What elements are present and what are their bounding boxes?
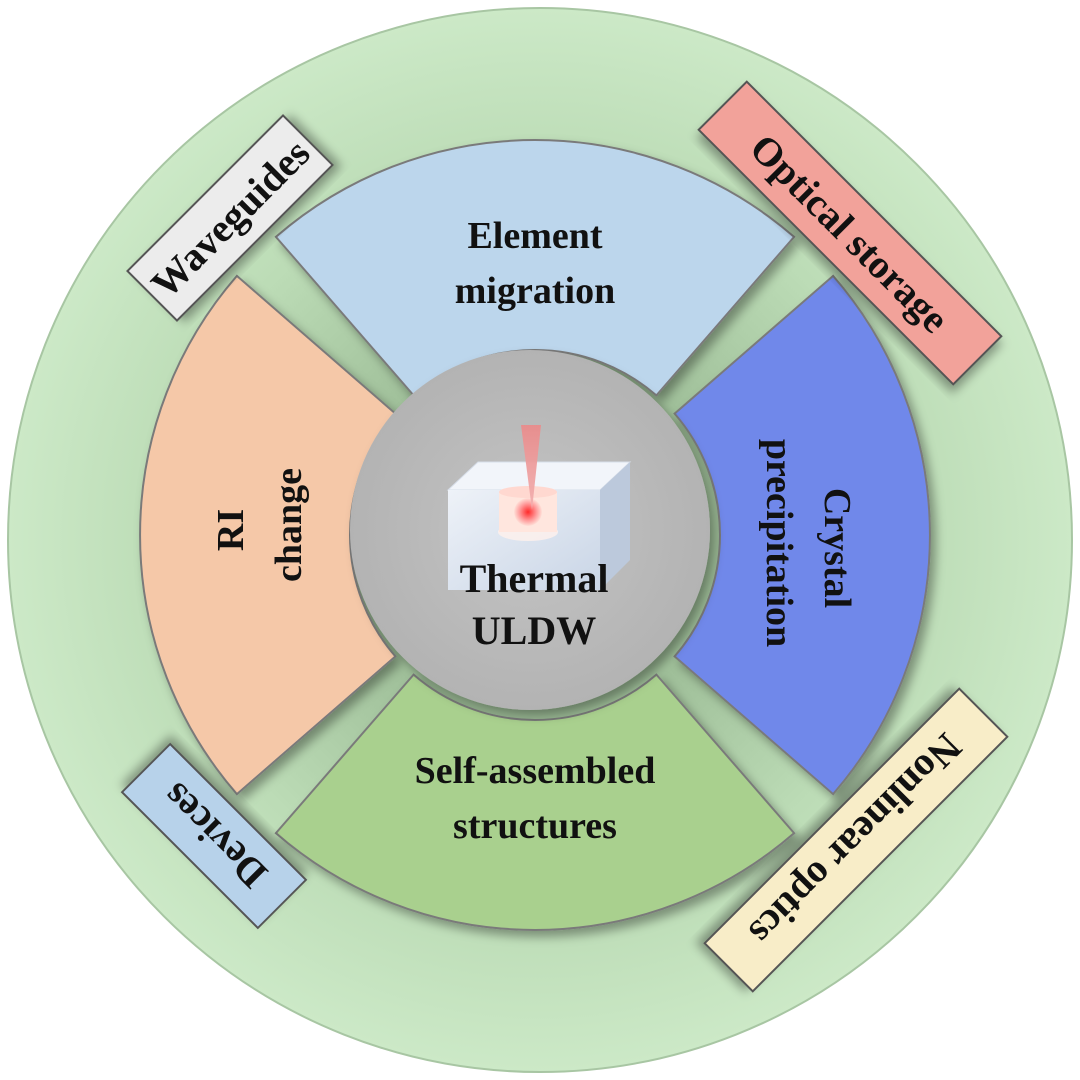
- sector-label-change: change: [268, 468, 310, 582]
- sector-label-ri: RI: [210, 509, 252, 551]
- sector-label-crystal: Crystal: [816, 488, 858, 608]
- sector-label-structures: structures: [453, 805, 617, 847]
- sector-ri-change: [139, 274, 397, 796]
- sector-label-element: Element: [467, 215, 602, 257]
- center-label-line2: ULDW: [472, 608, 596, 653]
- sector-label-migration: migration: [455, 270, 615, 312]
- sector-crystal-precipitation: [673, 274, 931, 796]
- center-label-line1: Thermal: [460, 556, 609, 601]
- sector-label-precipitation: precipitation: [758, 439, 800, 647]
- sector-self-assembled-structures: [274, 673, 796, 931]
- glass-cube-laser-icon: [446, 425, 632, 590]
- sector-label-self-assembled: Self-assembled: [415, 750, 656, 792]
